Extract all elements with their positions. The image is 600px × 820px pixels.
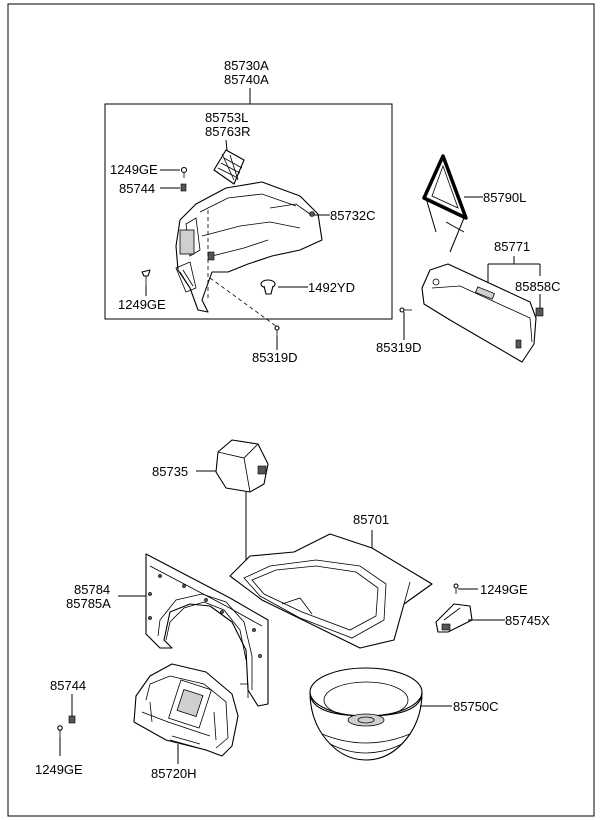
vent-grille-part [213,149,245,185]
screw-icon [57,725,63,737]
label-85745X: 85745X [505,613,550,628]
luggage-floor-mat-part [229,533,433,649]
assembly-box [104,103,393,320]
label-85785A: 85785A [66,596,111,611]
label-85744-a: 85744 [119,181,155,196]
screw-icon [453,583,459,594]
clip-icon [535,307,544,317]
label-85771: 85771 [494,239,530,254]
label-85319D-b: 85319D [376,340,422,355]
label-85701: 85701 [353,512,389,527]
label-1492YD: 1492YD [308,280,355,295]
clip-icon [180,183,187,192]
warning-triangle-part [422,154,468,253]
trim-assembly-group: 85730A 85740A 85753L 85763R 1249GE 85744 [104,58,393,365]
floor-group: 85735 85701 1249GE 857 [152,439,550,649]
screw-icon [141,269,151,286]
storage-box-part [215,439,269,493]
label-1249GE-d: 1249GE [35,762,83,777]
label-1249GE-c: 1249GE [480,582,528,597]
bottom-group: 85744 1249GE 85720H [35,663,499,781]
label-1249GE-b: 1249GE [118,297,166,312]
label-85735: 85735 [152,464,188,479]
label-85858C: 85858C [515,279,561,294]
clip-icon [68,715,76,724]
label-85784: 85784 [74,582,110,597]
hook-bracket-part [435,603,473,633]
label-85319D-a: 85319D [252,350,298,365]
label-85763R: 85763R [205,124,251,139]
label-85732C: 85732C [330,208,376,223]
screw-icon [399,307,412,313]
trunk-end-panel-part [145,553,269,707]
side-trim-panel-part [175,181,323,313]
warning-triangle-group: 85790L 85771 85858C 85319D [376,154,561,363]
label-85730A: 85730A [224,58,269,73]
spare-tire-well-part [309,667,423,761]
rivet-icon [260,279,276,295]
rear-panel-group: 85784 85785A [66,553,269,707]
outer-frame [7,3,595,817]
label-85750C: 85750C [453,699,499,714]
label-85744-b: 85744 [50,678,86,693]
label-85790L: 85790L [483,190,526,205]
trunk-sill-trim-part [421,263,537,363]
label-85740A: 85740A [224,72,269,87]
label-85753L: 85753L [205,110,248,125]
label-85720H: 85720H [151,766,197,781]
screw-icon [274,325,280,336]
storage-tray-part [133,663,239,757]
screw-icon [180,166,188,178]
label-1249GE-a: 1249GE [110,162,158,177]
